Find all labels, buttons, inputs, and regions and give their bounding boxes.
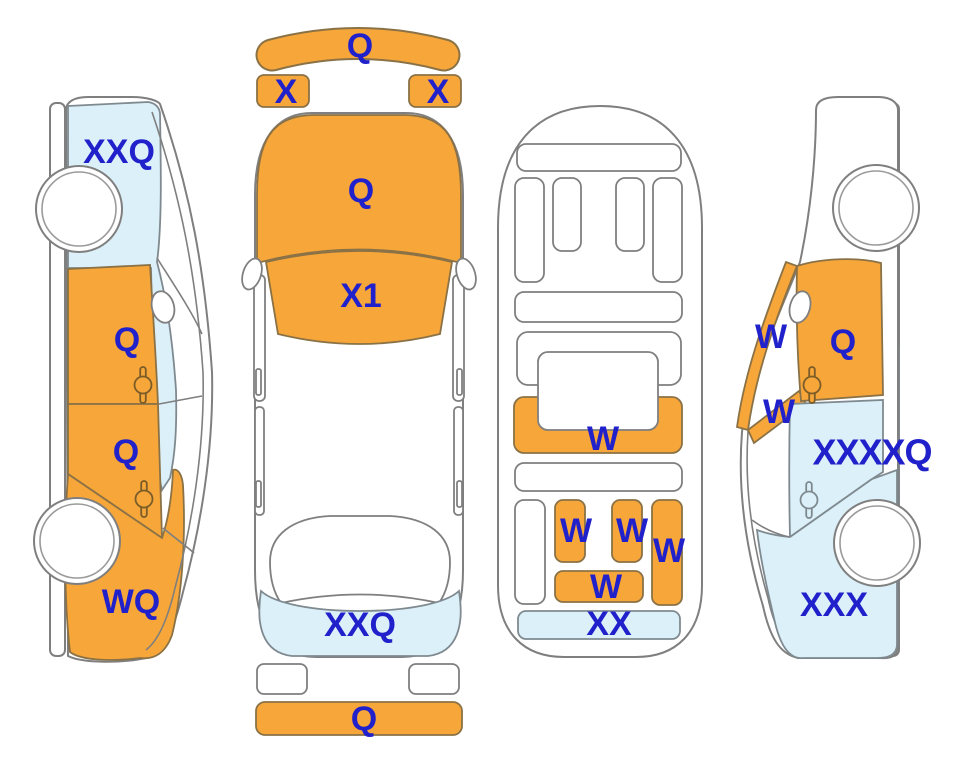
right-rear-door-code: XXXXQ [812, 432, 931, 473]
underbody-center-mid-code: W [616, 512, 649, 550]
left-side-view: XXQ Q Q WQ [33, 96, 214, 663]
top-right-handle-mark [456, 368, 463, 396]
underbody-side-member-code: W [653, 532, 686, 570]
right-side-mirror [788, 290, 812, 324]
top-rear-bumper [255, 701, 463, 736]
underbody-rear-rail-left [514, 499, 546, 605]
left-rear-wheel [33, 497, 121, 585]
right-side-view: W Q W XXXXQ XXX [736, 96, 933, 660]
top-headlight-left-code: X [275, 73, 298, 111]
right-front-wheel [832, 164, 920, 252]
top-left-mirror [241, 257, 263, 291]
underbody-front-crossbar [516, 143, 682, 172]
top-trunk-panel [258, 589, 462, 657]
top-rear-bumper-code: Q [351, 700, 377, 738]
top-front-bumper-code: Q [347, 27, 373, 65]
top-taillight-left [256, 663, 308, 695]
left-rear-wheel-rim [39, 503, 115, 579]
underbody-rear-member-code: W [590, 568, 623, 606]
top-taillight-right [408, 663, 460, 695]
top-front-bumper-fill [257, 29, 459, 70]
left-rear-quarter-code: WQ [102, 583, 161, 621]
top-hood-panel [256, 114, 462, 265]
top-trunk-code: XXQ [324, 606, 396, 644]
top-hood-code: Q [348, 172, 374, 210]
underbody-rear-panel [517, 610, 681, 640]
top-headlight-right-code: X [427, 73, 450, 111]
left-front-door-handle [133, 366, 153, 404]
right-rear-wheel-rim [839, 505, 915, 581]
underbody-rear-panel-code: XX [586, 605, 632, 643]
underbody-transmission-box [537, 351, 659, 431]
top-rear-window [269, 515, 451, 605]
top-view: Q X X Q X1 XXQ Q [241, 27, 477, 738]
top-right-mirror [455, 257, 477, 291]
left-a-pillar-line [156, 257, 203, 335]
underbody-front-member-code: W [587, 420, 620, 458]
right-rear-wheel [833, 499, 921, 587]
top-left-handle-mark [255, 368, 262, 396]
right-front-wheel-rim [838, 170, 914, 246]
right-front-door-handle [802, 366, 822, 404]
left-rear-door-handle [134, 480, 154, 518]
underbody-rear-crossbar [514, 462, 683, 492]
left-c-pillar-line [162, 527, 195, 554]
top-headlight-right [408, 74, 462, 108]
right-front-pillar-band [736, 260, 799, 432]
underbody-member-center-left [554, 499, 586, 563]
underbody-rail-right-inner [615, 177, 645, 252]
underbody-member-side [651, 499, 683, 606]
right-front-door-code: Q [830, 323, 856, 361]
right-rear-door-handle [799, 481, 819, 519]
left-front-door-code: Q [114, 321, 140, 359]
underbody-view: W W W W W XX [497, 104, 703, 658]
underbody-rail-right-outer [652, 177, 683, 283]
right-center-pillar-code: W [763, 393, 796, 431]
underbody-member-rear [554, 570, 644, 603]
left-rear-door-code: Q [113, 433, 139, 471]
underbody-member-center-mid [611, 499, 643, 563]
left-front-wheel [35, 165, 123, 253]
left-front-wheel-rim [41, 171, 117, 247]
left-b-pillar-line [158, 395, 203, 405]
top-left-rear-handle-mark [255, 480, 262, 508]
top-windshield-panel [264, 250, 454, 345]
left-side-mirror [150, 290, 176, 324]
right-front-pillar-code: W [755, 318, 788, 356]
underbody-mid-crossbar [514, 291, 683, 323]
top-headlight-left [256, 74, 310, 108]
top-right-rear-handle-mark [456, 480, 463, 508]
underbody-center-left-code: W [560, 512, 593, 550]
right-rear-quarter-code: XXX [800, 586, 868, 624]
underbody-rail-left-inner [552, 177, 582, 252]
underbody-rail-left-outer [514, 177, 545, 283]
top-windshield-code: X1 [340, 277, 382, 315]
right-rear-window-line [751, 519, 790, 538]
left-roofline [145, 111, 205, 651]
left-front-fender-code: XXQ [83, 133, 155, 171]
